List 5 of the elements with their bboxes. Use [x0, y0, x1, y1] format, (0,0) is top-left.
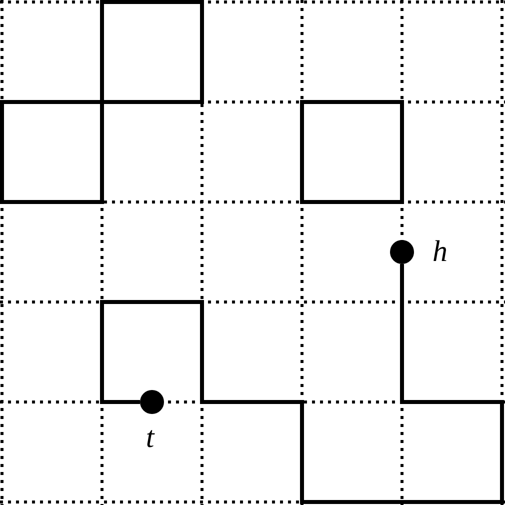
point-dot	[390, 240, 414, 264]
point-label: h	[432, 237, 448, 267]
path-line	[100, 264, 504, 504]
point-label: t	[146, 423, 154, 453]
point-dot	[140, 390, 164, 414]
